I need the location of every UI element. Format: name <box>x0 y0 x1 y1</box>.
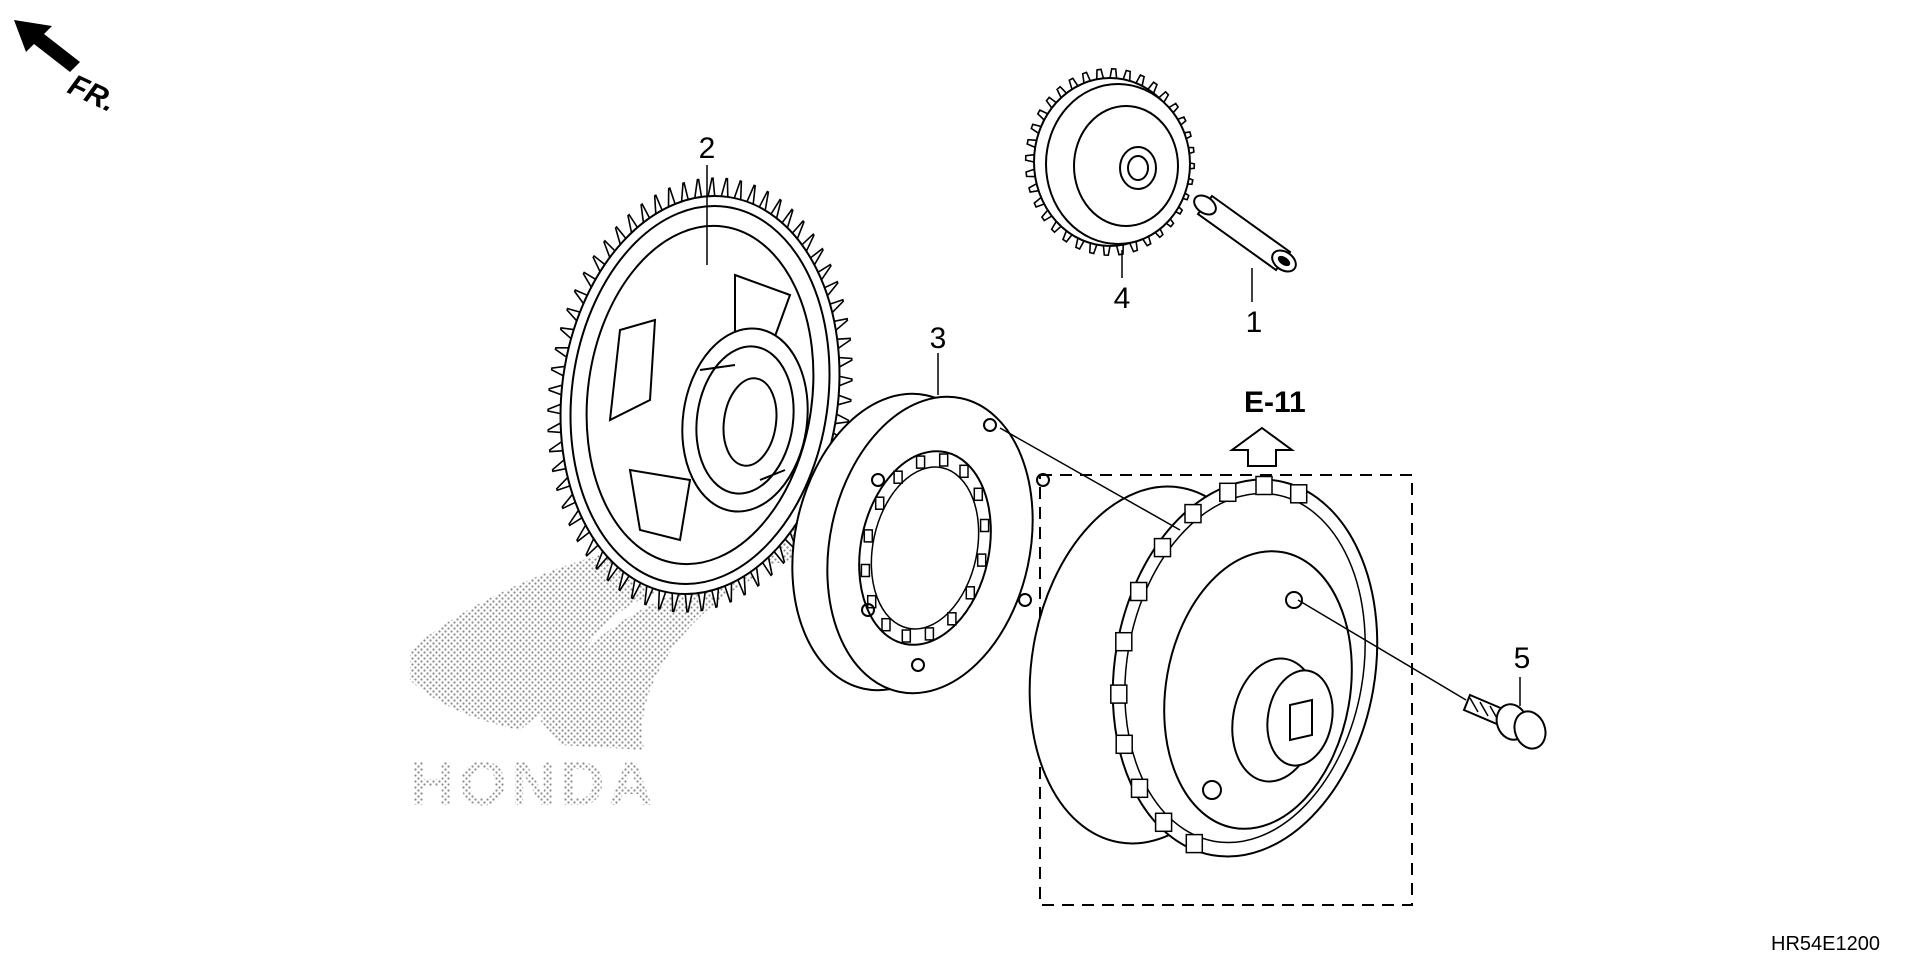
clutch-roller <box>976 553 987 567</box>
reference-up-arrow-icon <box>1228 426 1296 467</box>
clutch-roller <box>881 617 891 632</box>
clutch-roller <box>973 487 984 502</box>
rotor-tab <box>1185 833 1204 854</box>
clutch-rollers <box>860 453 990 643</box>
reference-e11[interactable]: E-11 <box>1228 386 1306 467</box>
callout-4[interactable]: 4 <box>1114 282 1131 315</box>
starter-idle-gear-part-4 <box>1024 67 1196 257</box>
rotor-tab <box>1115 631 1133 652</box>
clutch-roller <box>965 586 976 600</box>
rotor-tab <box>1115 734 1133 755</box>
clutch-roller <box>938 453 949 467</box>
leader-lines <box>706 165 1521 706</box>
rotor-tab <box>1154 812 1173 833</box>
rotor-tabs <box>1110 475 1308 854</box>
clutch-roller <box>924 627 935 641</box>
rotor-tab <box>1255 475 1273 496</box>
honda-watermark-text: HONDA <box>410 750 657 819</box>
flywheel-reference-group <box>1028 474 1413 906</box>
rotor-tab <box>1130 778 1149 799</box>
callout-1[interactable]: 1 <box>1246 306 1263 339</box>
starter-driven-gear-part-2 <box>547 177 853 613</box>
one-way-clutch-part-3 <box>791 392 1050 695</box>
idle-gear-shaft-part-1 <box>1193 194 1297 273</box>
rotor-tab <box>1110 684 1128 704</box>
front-direction-indicator: FR. <box>14 20 121 119</box>
callouts: 2 3 4 1 5 <box>699 132 1531 675</box>
drawing-code: HR54E1200 <box>1771 933 1880 955</box>
front-direction-label: FR. <box>63 68 121 118</box>
flange-bolt-part-5 <box>1462 693 1547 750</box>
callout-5[interactable]: 5 <box>1514 642 1531 675</box>
clutch-roller <box>863 529 874 543</box>
clutch-roller <box>979 518 990 533</box>
gear-tooth-outline <box>1024 67 1196 257</box>
rotor-tab <box>1153 537 1172 558</box>
callout-2[interactable]: 2 <box>699 132 716 165</box>
clutch-roller <box>874 496 885 510</box>
clutch-roller <box>959 464 969 479</box>
front-arrow-icon <box>14 20 80 72</box>
clutch-roller <box>866 594 877 609</box>
rotor-tab <box>1219 482 1237 503</box>
rotor-tab <box>1289 484 1308 504</box>
clutch-roller <box>860 563 871 578</box>
clutch-roller <box>947 612 957 626</box>
rotor-tab <box>1129 581 1148 602</box>
callout-3[interactable]: 3 <box>930 322 947 355</box>
reference-label[interactable]: E-11 <box>1244 386 1306 419</box>
rotor-tab <box>1184 503 1202 524</box>
clutch-roller <box>901 629 912 643</box>
clutch-roller <box>893 470 903 484</box>
clutch-roller <box>915 455 926 469</box>
